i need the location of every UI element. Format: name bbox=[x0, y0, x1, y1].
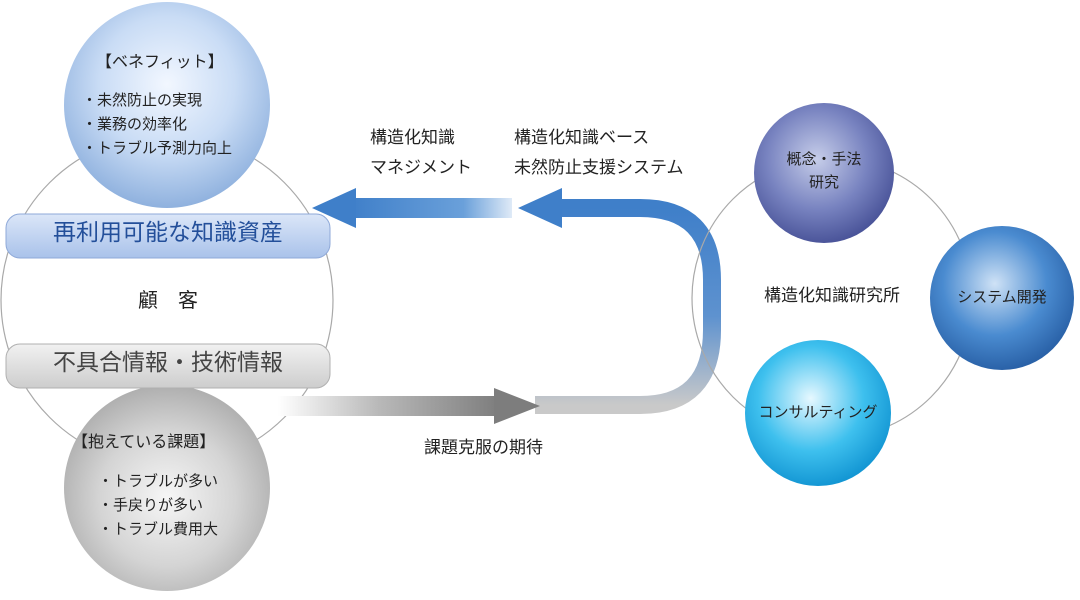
expectation-arrow-head bbox=[494, 388, 540, 424]
expectation-arrow-shaft bbox=[278, 396, 500, 416]
benefit-sphere bbox=[64, 2, 270, 208]
support-system-label-line1: 構造化知識ベース bbox=[514, 128, 650, 148]
concept-research-label-line2: 研究 bbox=[808, 173, 839, 191]
support-system-arrow-head bbox=[518, 188, 562, 228]
defect-info-band bbox=[5, 343, 331, 389]
institute-label: 構造化知識研究所 bbox=[764, 286, 900, 306]
defect-info-label: 不具合情報・技術情報 bbox=[53, 350, 283, 376]
issues-title: 【抱えている課題】 bbox=[72, 432, 216, 451]
consulting-node bbox=[745, 340, 891, 486]
issues-item: ・手戻りが多い bbox=[98, 496, 204, 514]
benefit-title: 【ベネフィット】 bbox=[96, 52, 224, 71]
issues-item: ・トラブル費用大 bbox=[98, 520, 219, 538]
issues-sphere bbox=[64, 385, 270, 591]
concept-research-label-line1: 概念・手法 bbox=[786, 150, 862, 168]
knowledge-asset-label: 再利用可能な知識資産 bbox=[53, 220, 283, 246]
benefit-item: ・未然防止の実現 bbox=[82, 91, 203, 109]
system-development-label: システム開発 bbox=[957, 288, 1047, 306]
support-system-label-line2: 未然防止支援システム bbox=[514, 158, 684, 178]
management-arrow-shaft bbox=[350, 198, 512, 218]
system-development-node bbox=[930, 226, 1074, 370]
support-system-curve bbox=[535, 199, 721, 414]
benefit-item: ・トラブル予測力向上 bbox=[82, 139, 233, 157]
management-label-line2: マネジメント bbox=[370, 158, 472, 178]
consulting-label: コンサルティング bbox=[758, 403, 878, 421]
management-label-line1: 構造化知識 bbox=[370, 128, 455, 148]
issues-item: ・トラブルが多い bbox=[98, 472, 219, 490]
knowledge-asset-band bbox=[5, 213, 331, 259]
customer-label: 顧 客 bbox=[138, 288, 198, 312]
expectation-label: 課題克服の期待 bbox=[424, 438, 543, 458]
management-arrow-head bbox=[312, 188, 356, 228]
benefit-item: ・業務の効率化 bbox=[82, 115, 188, 133]
concept-research-node bbox=[754, 103, 894, 243]
